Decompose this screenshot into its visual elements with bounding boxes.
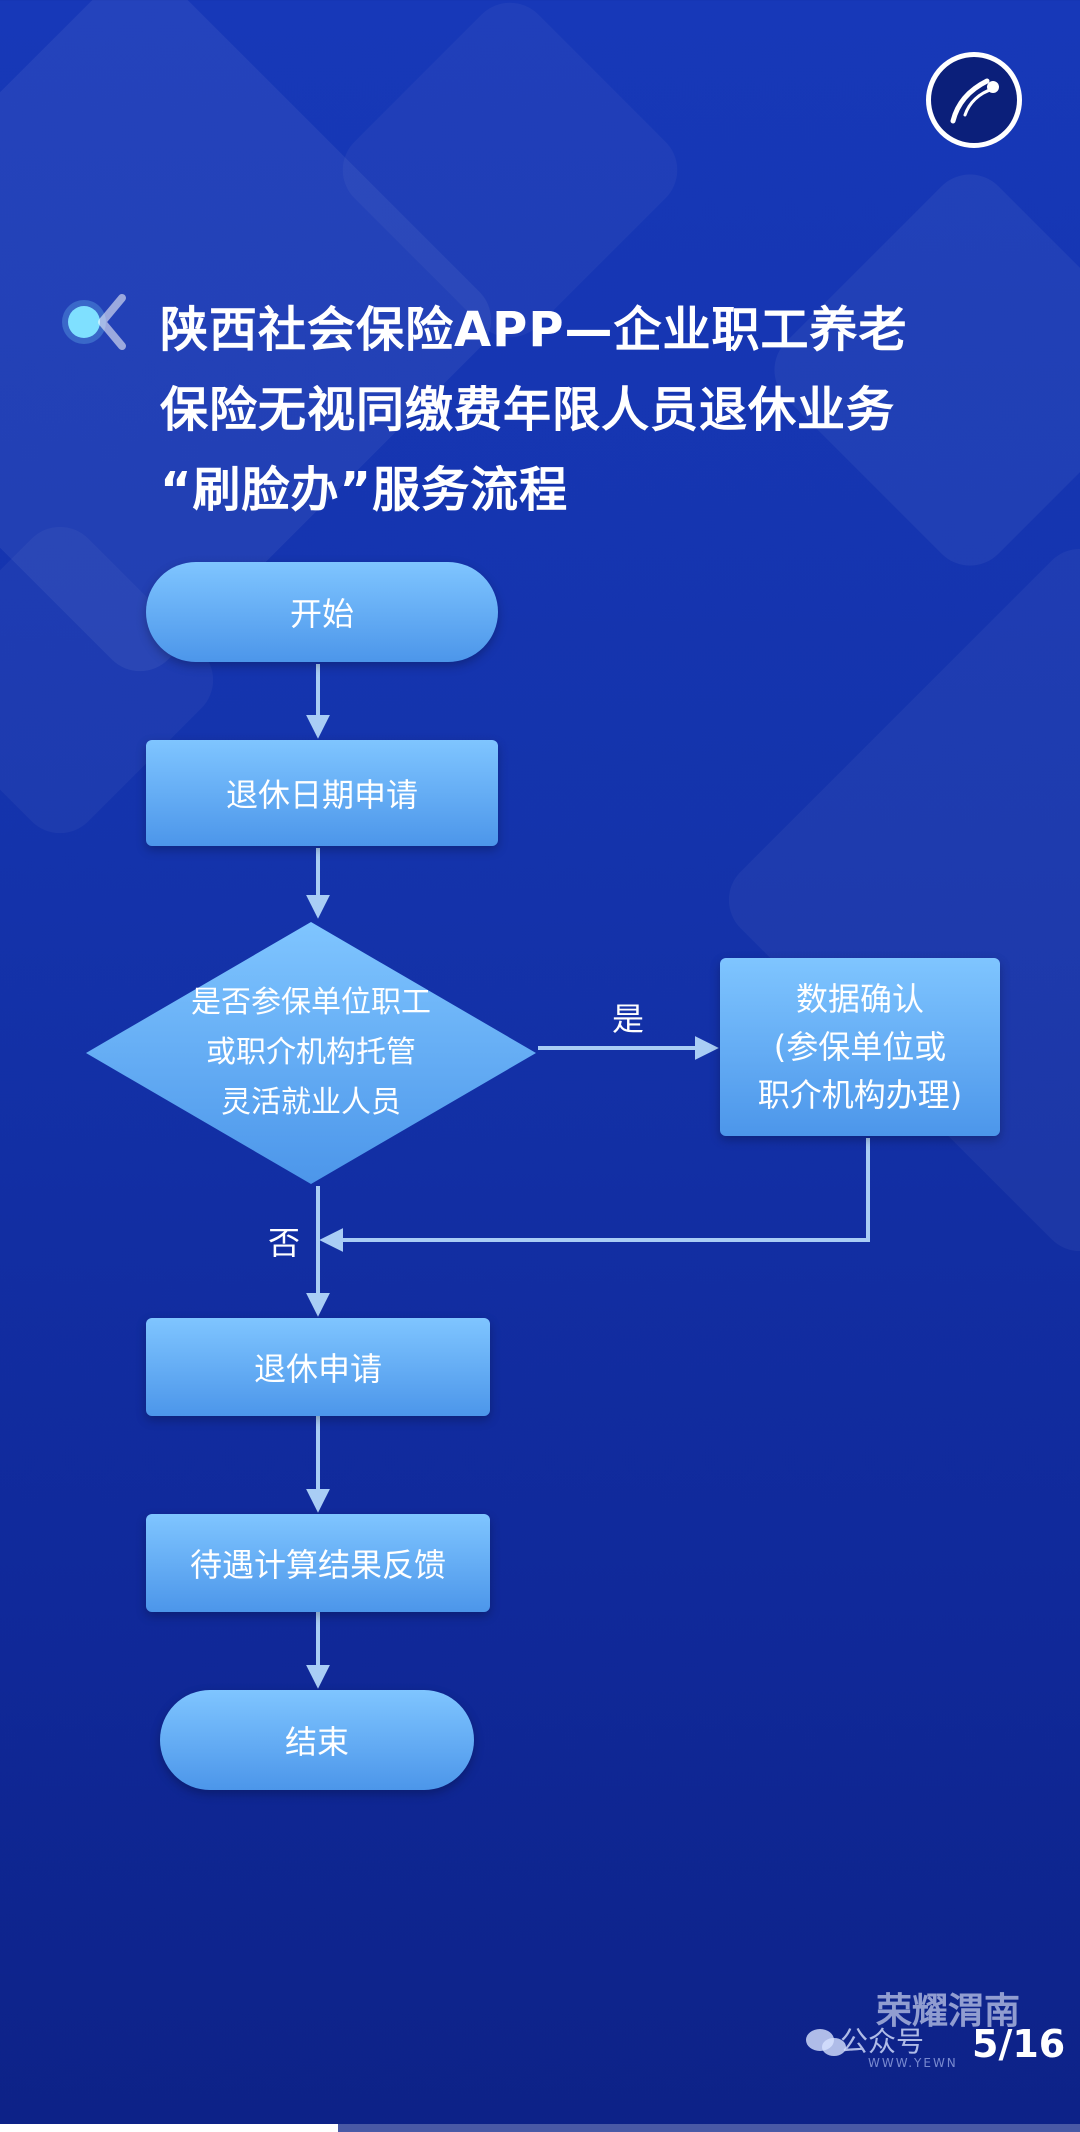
start-label: 开始 xyxy=(289,595,354,633)
step-label: 退休日期申请 xyxy=(225,776,418,814)
logo-icon xyxy=(926,52,1022,148)
slide-progress-bar xyxy=(0,2124,1080,2132)
title-line: 陕西社会保险APP—企业职工养老 xyxy=(160,302,908,358)
side-box-line: (参保单位或 xyxy=(773,1028,947,1066)
step-benefit-feedback-node: 待遇计算结果反馈 xyxy=(146,1514,490,1612)
end-node: 结束 xyxy=(160,1690,474,1790)
title-line: 保险无视同缴费年限人员退休业务 xyxy=(160,382,896,438)
step-retirement-apply-node: 退休申请 xyxy=(146,1318,490,1416)
step-label: 待遇计算结果反馈 xyxy=(189,1546,446,1584)
yes-label: 是 xyxy=(612,1000,645,1038)
arrow-icon xyxy=(319,1138,870,1252)
data-confirm-node: 数据确认 (参保单位或 职介机构办理) xyxy=(720,958,1000,1136)
page-title: 陕西社会保险APP—企业职工养老 保险无视同缴费年限人员退休业务 “刷脸办”服务… xyxy=(160,290,1020,530)
title-line: “刷脸办”服务流程 xyxy=(160,462,569,518)
title-chevron-icon xyxy=(62,294,126,350)
decision-label-line: 是否参保单位职工 xyxy=(191,985,431,1020)
watermark-domain: WWW.YEWN xyxy=(868,2056,958,2070)
watermark-brand: 荣耀渭南 xyxy=(876,1991,1021,2032)
decision-node: 是否参保单位职工 或职介机构托管 灵活就业人员 xyxy=(86,922,536,1184)
page-counter: 5/16 xyxy=(972,2022,1066,2066)
watermark-account: 公众号 xyxy=(840,2025,925,2058)
step-retirement-date-node: 退休日期申请 xyxy=(146,740,498,846)
start-node: 开始 xyxy=(146,562,498,662)
decision-label-line: 灵活就业人员 xyxy=(221,1085,401,1120)
side-box-line: 职介机构办理) xyxy=(757,1076,963,1114)
wechat-icon xyxy=(806,2029,846,2056)
decision-label-line: 或职介机构托管 xyxy=(206,1035,416,1070)
no-label: 否 xyxy=(268,1224,301,1262)
side-box-line: 数据确认 xyxy=(795,980,924,1018)
decision-diamond xyxy=(86,922,536,1184)
slide-progress-fill xyxy=(0,2124,338,2132)
step-label: 退休申请 xyxy=(253,1350,382,1388)
end-label: 结束 xyxy=(284,1723,349,1761)
